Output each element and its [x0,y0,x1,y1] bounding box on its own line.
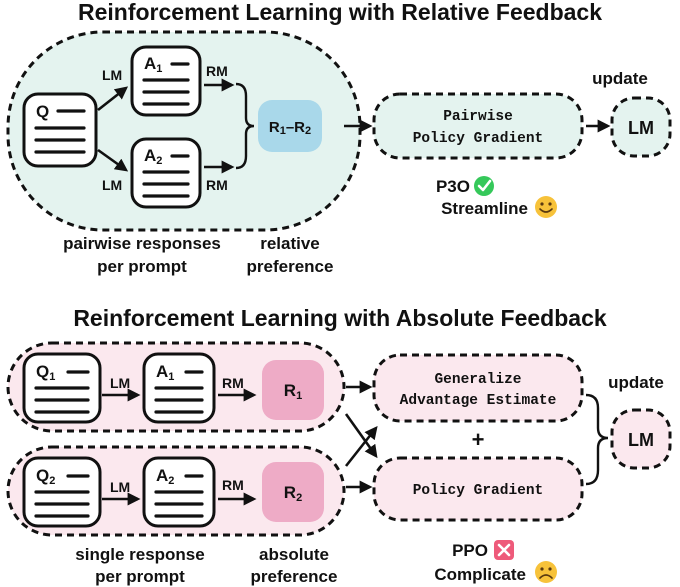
top-update-label: update [592,69,648,88]
bottom-reward-r1-box [262,360,324,420]
bottom-pg-label: Policy Gradient [413,483,544,499]
top-target-lm-box [610,96,672,158]
top-arrow-q-a2 [97,148,129,172]
top-target-lm-label: LM [628,118,654,138]
top-response-a1-box: A1 [130,45,202,117]
bottom-target-lm-box [610,408,672,470]
bottom-rm-label-upper: RM [222,375,244,391]
bottom-gae-box [372,353,584,423]
top-caption-left-1: pairwise responses [63,234,221,253]
bottom-caption-right-1: absolute [259,545,329,564]
top-lm-label-lower: LM [102,177,122,193]
top-algorithm-box [372,92,584,160]
top-title: Reinforcement Learning with Relative Fee… [78,0,602,25]
bottom-caption-right-2: preference [251,567,338,586]
bottom-gae-line1: Generalize [434,372,521,388]
bottom-prompt-q1-box: Q1 [22,352,102,424]
bottom-caption-left-1: single response [75,545,204,564]
bottom-response-a1-box: A1 [142,352,216,424]
bottom-arrow-cross-up [344,425,378,467]
top-arrow-q-a1 [97,86,129,112]
bottom-a1-letter: A1 [156,362,174,383]
bottom-gae-line2: Advantage Estimate [400,393,557,409]
top-a2-letter: A2 [144,146,162,167]
top-algorithm-line1: Pairwise [443,109,513,125]
bottom-prompt-q2-box: Q2 [22,456,102,528]
bottom-response-a2-box: A2 [142,456,216,528]
top-a1-letter: A1 [144,54,162,75]
top-algorithm-line2: Policy Gradient [413,131,544,147]
bottom-target-lm-label: LM [628,430,654,450]
top-prompt-letter: Q [36,102,49,121]
check-icon [474,176,494,196]
bottom-arrow-cross-down [344,413,378,459]
top-caption-right-2: preference [247,257,334,276]
top-relative-reward-box [258,100,322,152]
top-lm-label-upper: LM [102,67,122,83]
bottom-q2-letter: Q2 [36,466,55,487]
bottom-rm-label-lower: RM [222,477,244,493]
bottom-reward-r2-box [262,462,324,522]
bottom-lm-label-lower: LM [110,479,130,495]
top-relative-reward-label: R1–R2 [269,119,311,137]
frown-emoji-icon [535,561,557,583]
bottom-q1-letter: Q1 [36,362,55,383]
bottom-r2-label: R2 [284,483,302,504]
bottom-caption-left-2: per prompt [95,567,185,586]
bottom-brace [585,393,609,486]
smile-emoji-icon [535,196,557,218]
top-caption-right-1: relative [260,234,320,253]
bottom-pg-box [372,456,584,522]
top-caption-left-2: per prompt [97,257,187,276]
top-method-label: P3O [436,177,470,196]
cross-icon [494,540,514,560]
bottom-title: Reinforcement Learning with Absolute Fee… [73,305,607,331]
bottom-update-label: update [608,373,664,392]
bottom-method-label: PPO [452,541,488,560]
bottom-plus-sign: + [472,427,485,452]
top-rm-label-lower: RM [206,177,228,193]
top-verdict-label: Streamline [441,199,528,218]
bottom-r1-label: R1 [284,381,302,402]
bottom-a2-letter: A2 [156,466,174,487]
bottom-verdict-label: Complicate [434,565,526,584]
top-brace [235,82,255,170]
top-rm-label-upper: RM [206,63,228,79]
bottom-lm-label-upper: LM [110,375,130,391]
top-response-a2-box: A2 [130,137,202,209]
top-prompt-box: Q [22,92,98,168]
